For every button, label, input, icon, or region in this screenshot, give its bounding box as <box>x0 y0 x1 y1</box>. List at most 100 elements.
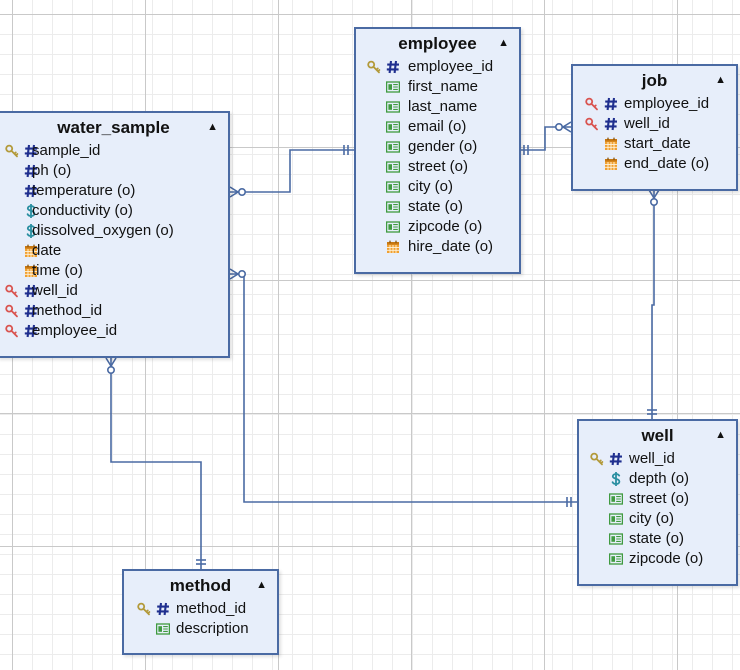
text-icon <box>386 140 400 154</box>
relationship-job-employee[interactable] <box>520 121 572 155</box>
entity-employee[interactable]: employee ▲ employee_id first_name last_nam… <box>354 27 521 274</box>
key-icon <box>590 452 604 466</box>
text-icon <box>609 552 623 566</box>
text-icon <box>156 622 170 636</box>
attribute-row[interactable]: description <box>124 619 277 639</box>
collapse-arrow-icon[interactable]: ▲ <box>715 429 726 441</box>
attribute-row[interactable]: dissolved_oxygen (o) <box>0 221 228 241</box>
attribute-row[interactable]: well_id <box>0 281 228 301</box>
attribute-label: end_date (o) <box>624 155 710 172</box>
attribute-label: conductivity (o) <box>32 202 133 219</box>
attribute-row[interactable]: email (o) <box>356 117 519 137</box>
attribute-row[interactable]: first_name <box>356 77 519 97</box>
foreign-key-icon <box>585 117 599 131</box>
attribute-row[interactable]: depth (o) <box>579 469 736 489</box>
foreign-key-icon <box>5 324 19 338</box>
attribute-label: time (o) <box>32 262 83 279</box>
entity-title: job ▲ <box>573 66 736 94</box>
collapse-arrow-icon[interactable]: ▲ <box>498 37 509 49</box>
attribute-row[interactable]: start_date <box>573 134 736 154</box>
key-icon <box>367 60 381 74</box>
attribute-row[interactable]: well_id <box>573 114 736 134</box>
entity-title-text: well <box>641 426 674 445</box>
number-icon <box>24 144 38 158</box>
currency-icon <box>24 204 38 218</box>
attribute-label: temperature (o) <box>32 182 136 199</box>
collapse-arrow-icon[interactable]: ▲ <box>715 74 726 86</box>
attribute-row[interactable]: time (o) <box>0 261 228 281</box>
relationship-water-sample-employee[interactable] <box>229 145 354 198</box>
relationship-job-well[interactable] <box>647 189 660 419</box>
attribute-row[interactable]: employee_id <box>356 57 519 77</box>
attribute-row[interactable]: well_id <box>579 449 736 469</box>
attribute-row[interactable]: state (o) <box>579 529 736 549</box>
attribute-row[interactable]: gender (o) <box>356 137 519 157</box>
text-icon <box>386 80 400 94</box>
date-icon <box>386 240 400 254</box>
relationship-water-sample-method[interactable] <box>105 357 206 569</box>
attribute-row[interactable]: end_date (o) <box>573 154 736 174</box>
number-icon <box>24 324 38 338</box>
attribute-row[interactable]: hire_date (o) <box>356 237 519 257</box>
attribute-label: ph (o) <box>32 162 72 179</box>
attribute-label: city (o) <box>629 510 674 527</box>
attribute-row[interactable]: employee_id <box>0 321 228 341</box>
text-icon <box>386 100 400 114</box>
attribute-row[interactable]: state (o) <box>356 197 519 217</box>
date-icon <box>604 157 618 171</box>
attribute-row[interactable]: sample_id <box>0 141 228 161</box>
attribute-label: first_name <box>408 78 479 95</box>
date-icon <box>604 137 618 151</box>
text-icon <box>386 200 400 214</box>
attribute-row[interactable]: ph (o) <box>0 161 228 181</box>
entity-title: employee ▲ <box>356 29 519 57</box>
attribute-row[interactable]: method_id <box>0 301 228 321</box>
attribute-row[interactable]: conductivity (o) <box>0 201 228 221</box>
attribute-label: depth (o) <box>629 470 690 487</box>
foreign-key-icon <box>5 284 19 298</box>
attribute-label: city (o) <box>408 178 453 195</box>
number-icon <box>24 284 38 298</box>
entity-title-text: employee <box>398 34 477 53</box>
number-icon <box>156 602 170 616</box>
attribute-row[interactable]: employee_id <box>573 94 736 114</box>
text-icon <box>609 512 623 526</box>
attribute-row[interactable]: last_name <box>356 97 519 117</box>
text-icon <box>609 532 623 546</box>
attribute-row[interactable]: street (o) <box>356 157 519 177</box>
foreign-key-icon <box>585 97 599 111</box>
entity-title-text: job <box>641 71 668 90</box>
attribute-label: dissolved_oxygen (o) <box>32 222 174 239</box>
text-icon <box>386 220 400 234</box>
collapse-arrow-icon[interactable]: ▲ <box>207 121 218 133</box>
text-icon <box>609 492 623 506</box>
attribute-row[interactable]: city (o) <box>356 177 519 197</box>
attribute-row[interactable]: zipcode (o) <box>356 217 519 237</box>
foreign-key-icon <box>5 304 19 318</box>
entity-title: well ▲ <box>579 421 736 449</box>
attribute-label: gender (o) <box>408 138 478 155</box>
collapse-arrow-icon[interactable]: ▲ <box>256 579 267 591</box>
attribute-label: well_id <box>624 115 670 132</box>
entity-title-text: method <box>169 576 232 595</box>
attribute-label: well_id <box>629 450 675 467</box>
attribute-row[interactable]: temperature (o) <box>0 181 228 201</box>
key-icon <box>5 144 19 158</box>
attribute-row[interactable]: street (o) <box>579 489 736 509</box>
relationship-water-sample-well[interactable] <box>229 268 577 507</box>
date-icon <box>24 264 38 278</box>
attribute-label: employee_id <box>624 95 710 112</box>
attribute-label: employee_id <box>32 322 118 339</box>
attribute-row[interactable]: date <box>0 241 228 261</box>
key-icon <box>137 602 151 616</box>
attribute-row[interactable]: zipcode (o) <box>579 549 736 569</box>
attribute-row[interactable]: city (o) <box>579 509 736 529</box>
attribute-label: state (o) <box>408 198 464 215</box>
attribute-label: employee_id <box>408 58 494 75</box>
attribute-row[interactable]: method_id <box>124 599 277 619</box>
